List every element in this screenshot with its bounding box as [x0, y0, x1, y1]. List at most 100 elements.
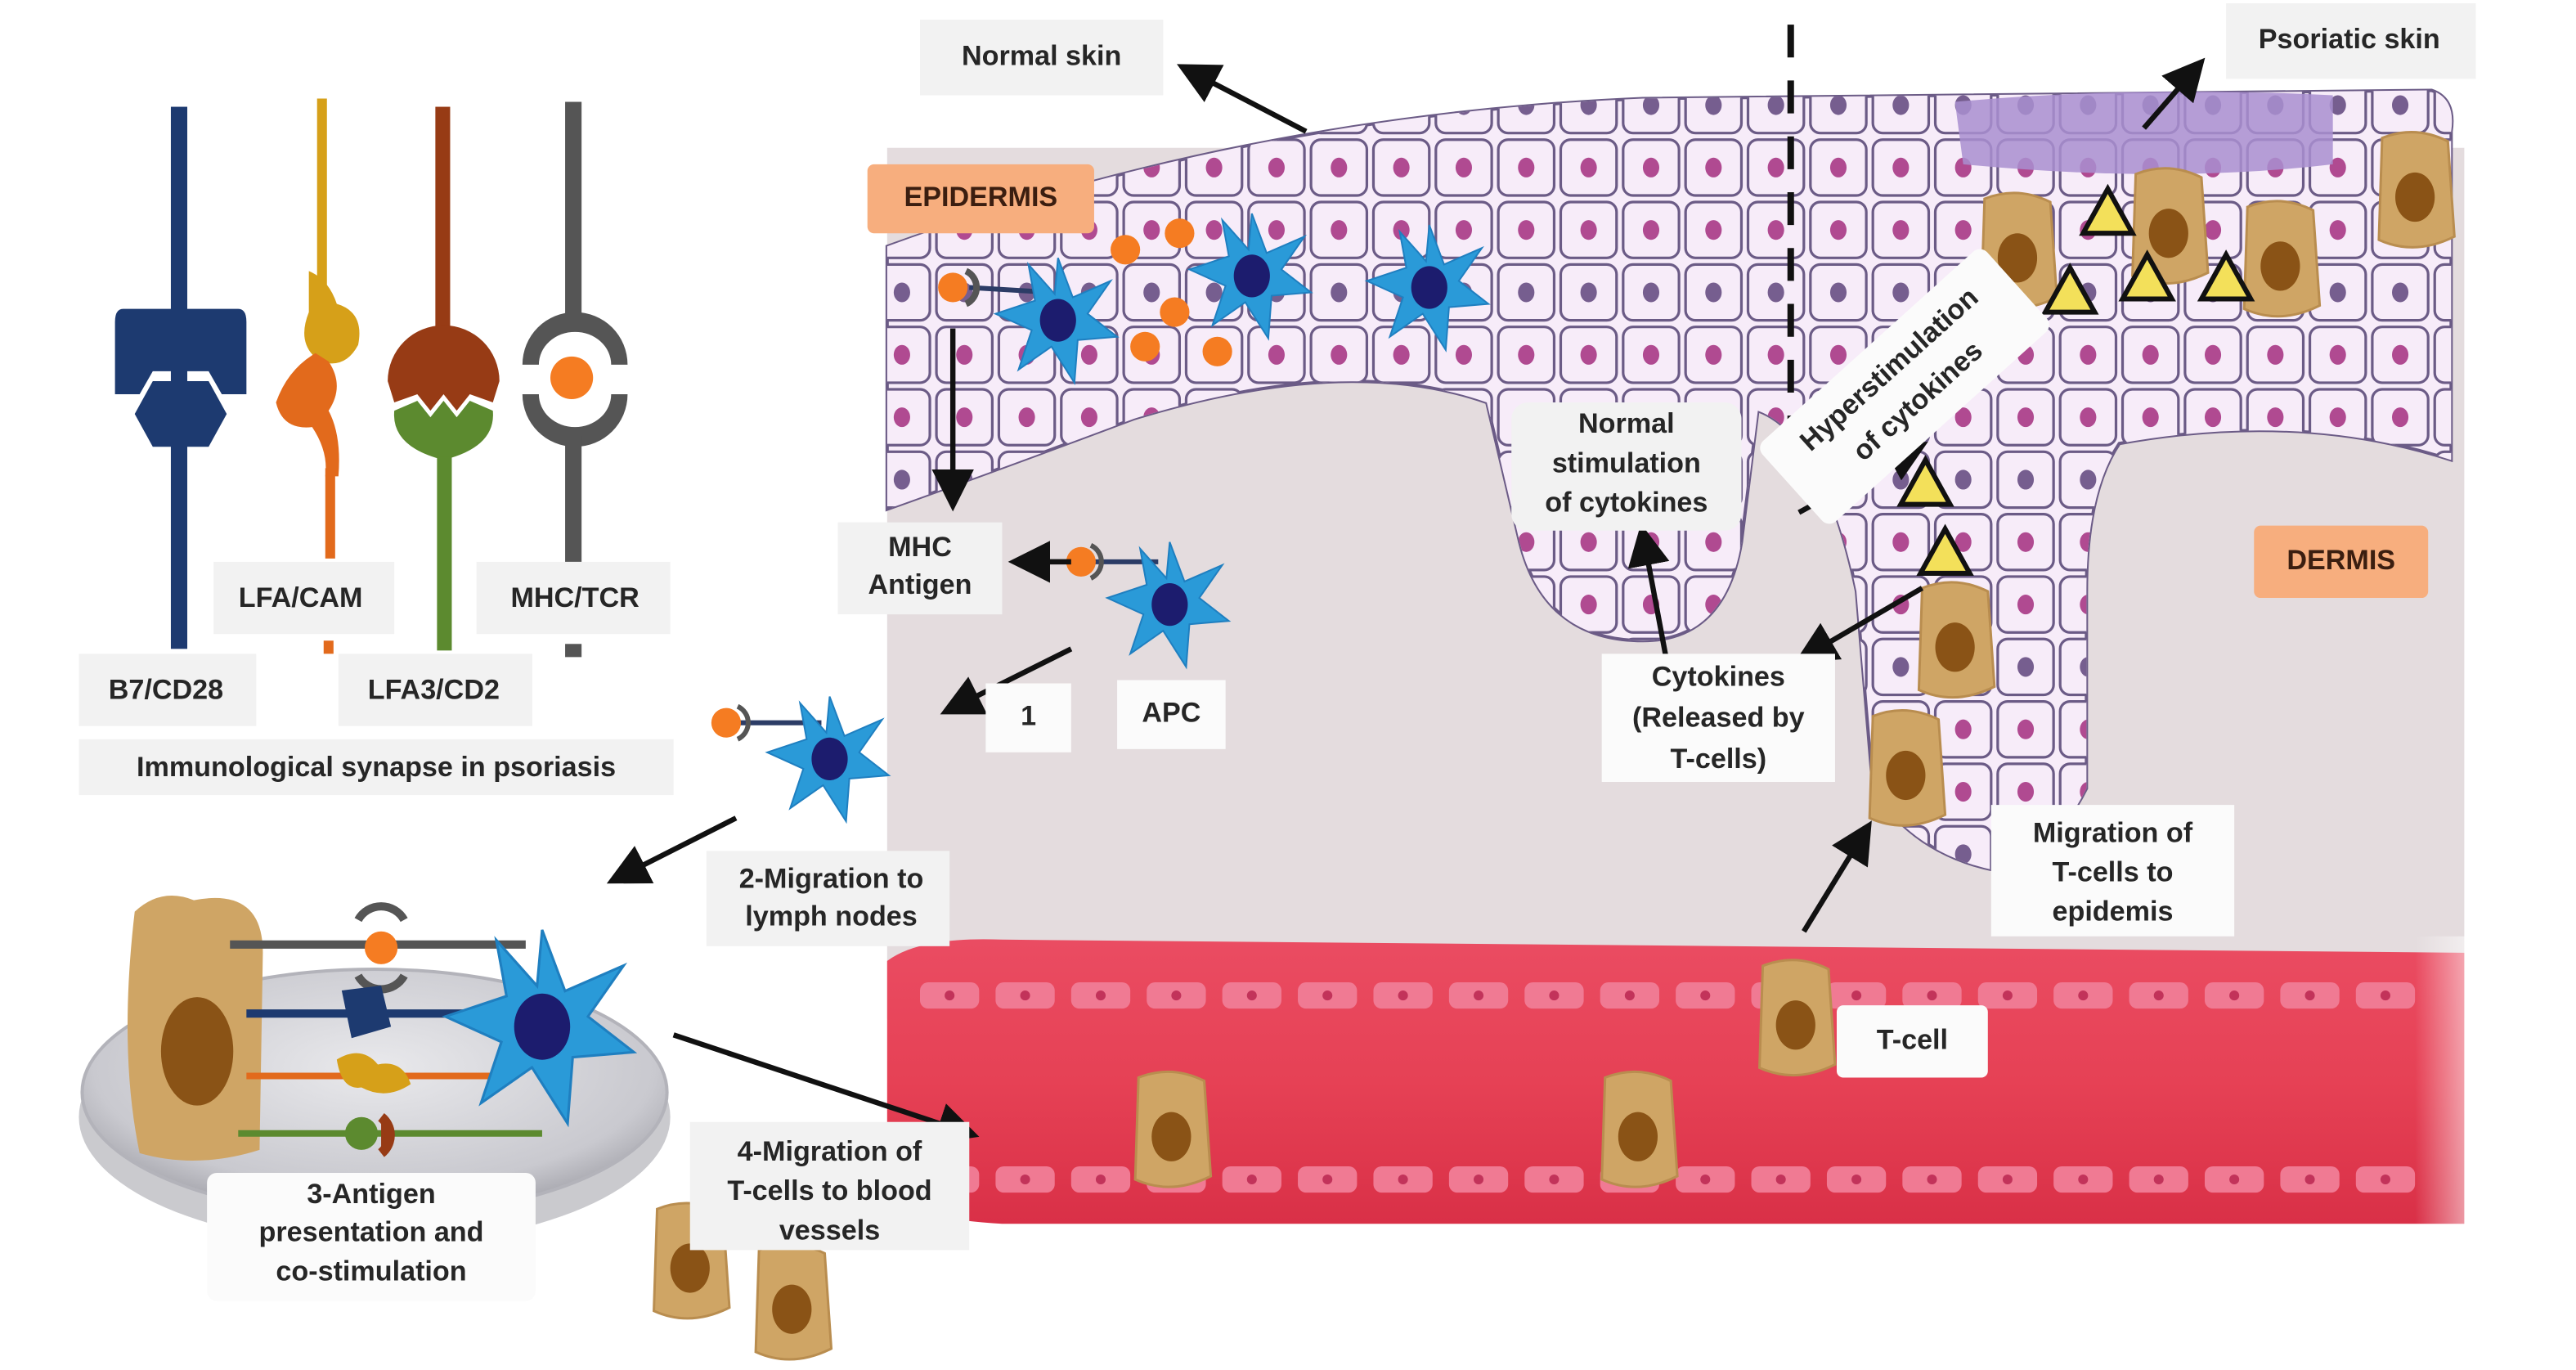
cell-nucleus: [1767, 220, 1784, 240]
label-t-cell: T-cell: [1877, 1024, 1948, 1055]
arrow-migration-epidermis: [1802, 820, 1872, 933]
cell-nucleus: [1455, 344, 1472, 365]
keratinocyte: [1371, 90, 1431, 135]
cell-nucleus: [2267, 344, 2284, 365]
cell-nucleus: [1580, 595, 1597, 615]
cell-nucleus: [1268, 220, 1285, 240]
cell-nucleus: [1829, 344, 1847, 365]
label-step3-line3: co-stimulation: [276, 1256, 466, 1287]
region-tag-dermis: DERMIS: [2287, 545, 2395, 576]
cell-nucleus: [1331, 95, 1348, 115]
endothelial-nucleus: [1020, 1175, 1030, 1185]
arrow-step4: [672, 1032, 980, 1143]
cell-nucleus: [1143, 95, 1160, 115]
cell-nucleus: [893, 407, 910, 428]
cell-nucleus: [1829, 95, 1847, 115]
label-normal-stim-line3: of cytokines: [1545, 487, 1708, 519]
keratinocyte: [2433, 263, 2453, 322]
arrow-psoriatic-skin: [2142, 57, 2206, 130]
cell-nucleus: [1455, 157, 1472, 177]
cell-nucleus: [1580, 344, 1597, 365]
synapse-caption: Immunological synapse in psoriasis: [137, 752, 616, 783]
cell-nucleus: [2392, 95, 2409, 115]
endothelial-nucleus: [1700, 990, 1711, 1001]
endothelial-nucleus: [2229, 990, 2240, 1001]
cell-nucleus: [1954, 844, 1972, 865]
cell-nucleus: [1705, 95, 1722, 115]
endothelial-nucleus: [1171, 990, 1182, 1001]
cell-nucleus: [2329, 407, 2346, 428]
endothelial-nucleus: [2078, 990, 2089, 1001]
endothelial-nucleus: [1246, 1175, 1257, 1185]
cell-nucleus: [2329, 344, 2346, 365]
cell-nucleus: [1892, 282, 1910, 303]
arrow-cytokines: [1794, 586, 1924, 663]
vessel-wall-cells-top: [920, 982, 2416, 1009]
cell-nucleus: [1954, 532, 1972, 552]
cell-nucleus: [2017, 469, 2035, 490]
cell-nucleus: [1331, 157, 1348, 177]
endothelial-nucleus: [1322, 1175, 1333, 1185]
label-psoriatic-skin: Psoriatic skin: [2259, 24, 2440, 55]
endothelial-nucleus: [1851, 1175, 1862, 1185]
endothelial-nucleus: [1549, 990, 1560, 1001]
t-cell: [2377, 131, 2456, 249]
cell-nucleus: [1767, 344, 1784, 365]
t-cell: [754, 1242, 833, 1361]
cell-nucleus: [1580, 95, 1597, 115]
label-lfa-cam: LFA/CAM: [239, 582, 363, 613]
cell-nucleus: [1080, 344, 1097, 365]
cell-nucleus: [1642, 220, 1660, 240]
endothelial-nucleus: [945, 990, 955, 1001]
t-cell: [1133, 1070, 1213, 1188]
label-apc: APC: [1142, 698, 1200, 729]
label-step4-line2: T-cells to blood: [727, 1175, 931, 1206]
label-lfa3-cd2: LFA3/CD2: [368, 675, 500, 706]
endothelial-nucleus: [2229, 1175, 2240, 1185]
synapse-panel: LFA/CAM MHC/TCR B7/CD28 LFA3/CD2 Immunol…: [79, 98, 674, 796]
endothelial-nucleus: [2304, 1175, 2315, 1185]
endothelial-nucleus: [2153, 990, 2164, 1001]
t-cell: [1868, 709, 1947, 827]
t-cell: [1917, 581, 1996, 699]
label-migration-epidermis-line2: T-cells to: [2053, 856, 2174, 887]
t-cell: [1600, 1070, 1679, 1188]
label-b7-cd28: B7/CD28: [109, 675, 223, 706]
cell-nucleus: [1954, 407, 1972, 428]
cell-nucleus: [1331, 344, 1348, 365]
cell-nucleus: [956, 344, 973, 365]
cell-nucleus: [2392, 407, 2409, 428]
cell-nucleus: [956, 407, 973, 428]
cell-nucleus: [2204, 220, 2222, 240]
endothelial-nucleus: [2380, 1175, 2390, 1185]
t-cell: [1758, 959, 1837, 1077]
cell-nucleus: [2392, 282, 2409, 303]
cell-nucleus: [1954, 781, 1972, 802]
label-mhc-tcr: MHC/TCR: [510, 582, 639, 613]
label-step1: 1: [1021, 701, 1036, 732]
b7-cd28-pair: [114, 106, 247, 649]
label-step3-line2: presentation and: [259, 1216, 484, 1247]
cell-nucleus: [1268, 344, 1285, 365]
endothelial-nucleus: [1549, 1175, 1560, 1185]
cell-nucleus: [956, 95, 973, 115]
endothelial-nucleus: [1246, 990, 1257, 1001]
endothelial-nucleus: [1474, 1175, 1484, 1185]
label-step3-line1: 3-Antigen: [307, 1179, 435, 1210]
label-step2-line2: lymph nodes: [745, 901, 917, 932]
endothelial-nucleus: [1474, 990, 1484, 1001]
cell-nucleus: [1767, 157, 1784, 177]
endothelial-nucleus: [1095, 990, 1106, 1001]
cell-nucleus: [1268, 157, 1285, 177]
endothelial-nucleus: [1322, 990, 1333, 1001]
cell-nucleus: [1829, 157, 1847, 177]
cell-nucleus: [1080, 407, 1097, 428]
arrow-step2: [606, 815, 738, 884]
endothelial-nucleus: [1927, 990, 1937, 1001]
cell-nucleus: [2080, 344, 2097, 365]
cell-nucleus: [1705, 220, 1722, 240]
cell-nucleus: [1892, 657, 1910, 677]
cell-nucleus: [1518, 344, 1535, 365]
endothelial-nucleus: [1624, 990, 1635, 1001]
cell-nucleus: [1393, 157, 1410, 177]
